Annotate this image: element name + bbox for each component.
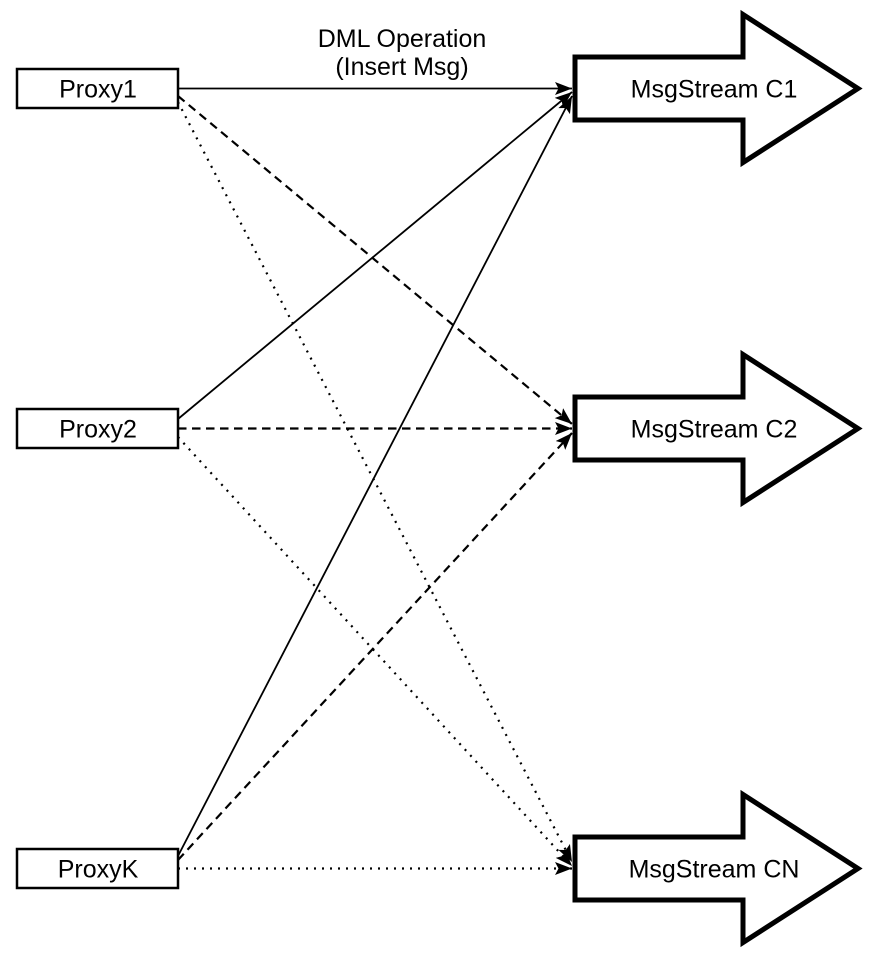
msgstream-c2-label: MsgStream C2: [631, 416, 798, 444]
edge-group: [177, 82, 573, 875]
proxy2-node: Proxy2: [15, 407, 180, 450]
msgstream-c1-arrow: [572, 9, 863, 168]
msgstream-c1-label: MsgStream C1: [631, 76, 798, 104]
edge-proxy1-to-c2-dashed: [177, 95, 573, 425]
msgstream-c2-arrow: [572, 349, 863, 508]
msgstream-c1-node: MsgStream C1: [572, 9, 863, 168]
proxy2-box: [15, 407, 180, 450]
diagram-title-line2: (Insert Msg): [335, 53, 468, 81]
msgstream-c2-node: MsgStream C2: [572, 349, 863, 508]
edge-proxy1-to-cn-dotted: [177, 101, 573, 863]
edge-proxy2-to-c1-solid: [177, 91, 573, 420]
proxyk-label: ProxyK: [58, 856, 139, 884]
proxy1-node: Proxy1: [15, 67, 180, 110]
msgstream-cn-node: MsgStream CN: [572, 789, 863, 948]
edge-proxy2-to-cn-dotted: [177, 436, 573, 867]
proxy1-box: [15, 67, 180, 110]
msgstream-cn-arrow: [572, 789, 863, 948]
proxyk-box: [15, 847, 180, 890]
proxyk-node: ProxyK: [15, 847, 180, 890]
edge-proxyk-to-c2-dashed: [177, 432, 573, 861]
diagram-title-line1: DML Operation: [318, 25, 487, 53]
edge-proxyk-to-c1-solid: [177, 95, 573, 857]
proxy2-label: Proxy2: [59, 416, 137, 444]
msgstream-cn-label: MsgStream CN: [629, 856, 800, 884]
proxy1-label: Proxy1: [59, 76, 137, 104]
